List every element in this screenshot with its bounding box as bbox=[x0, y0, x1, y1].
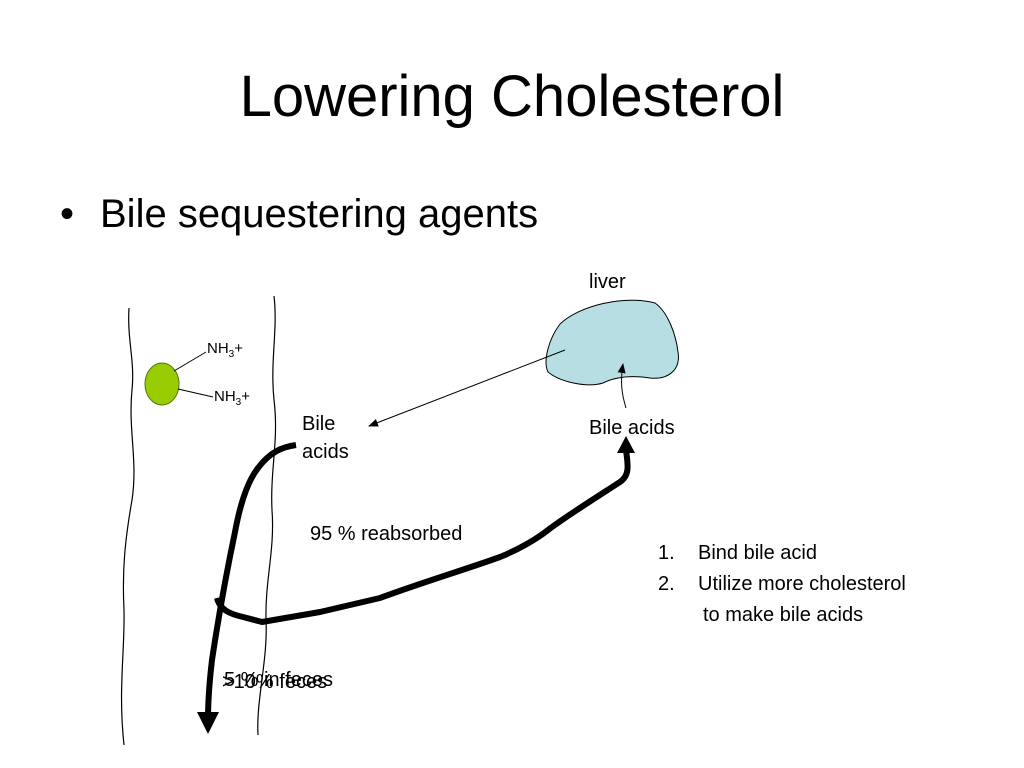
bile-acids-liver-label: Bile acids bbox=[589, 417, 675, 439]
bile-acids-gut-label: Bile acids bbox=[302, 412, 349, 464]
feces-label-sequestrant: >10% feces bbox=[222, 671, 328, 693]
liver-return-arrowhead bbox=[617, 436, 635, 453]
bullet-dot: • bbox=[60, 192, 75, 236]
feces-arrowhead bbox=[197, 712, 219, 734]
mechanism-item: 1. Bind bile acid bbox=[658, 538, 906, 569]
liver-label: liver bbox=[589, 271, 626, 293]
mechanism-list: 1. Bind bile acid 2. Utilize more choles… bbox=[658, 538, 906, 631]
intestine-left-wall bbox=[120, 307, 135, 746]
mechanism-number: 1. bbox=[658, 542, 675, 564]
reabsorbed-label: 95 % reabsorbed bbox=[310, 523, 463, 545]
bile-acids-gut-line2: acids bbox=[302, 441, 349, 463]
bullet-item: • Bile sequestering agents bbox=[60, 190, 538, 238]
slide-title: Lowering Cholesterol bbox=[239, 64, 785, 129]
bile-acids-to-liver-arrow bbox=[617, 363, 627, 409]
bile-pathway-descending bbox=[205, 442, 297, 721]
feces-label-normal: 5 % in feces bbox=[224, 669, 333, 691]
resin-amine-lower-label: NH3+ bbox=[214, 388, 250, 408]
bile-pathway-reabsorption bbox=[214, 449, 631, 625]
mechanism-number: 2. bbox=[658, 573, 675, 595]
mechanism-text: Bind bile acid bbox=[698, 542, 817, 564]
mechanism-text-continuation: to make bile acids bbox=[703, 604, 864, 626]
bile-acids-gut-line1: Bile bbox=[302, 413, 336, 435]
liver-shape bbox=[545, 299, 679, 386]
mechanism-item: 2. Utilize more cholesterol to make bile… bbox=[658, 569, 906, 631]
resin-bead bbox=[144, 362, 180, 406]
resin-bond-lower bbox=[177, 388, 214, 398]
resin-amine-upper-label: NH3+ bbox=[207, 340, 243, 360]
bullet-text: Bile sequestering agents bbox=[100, 192, 539, 236]
intestine-right-wall bbox=[257, 295, 277, 736]
resin-bond-upper bbox=[173, 351, 207, 372]
mechanism-text: Utilize more cholesterol bbox=[698, 573, 906, 595]
liver-to-gut-arrow bbox=[368, 349, 566, 427]
